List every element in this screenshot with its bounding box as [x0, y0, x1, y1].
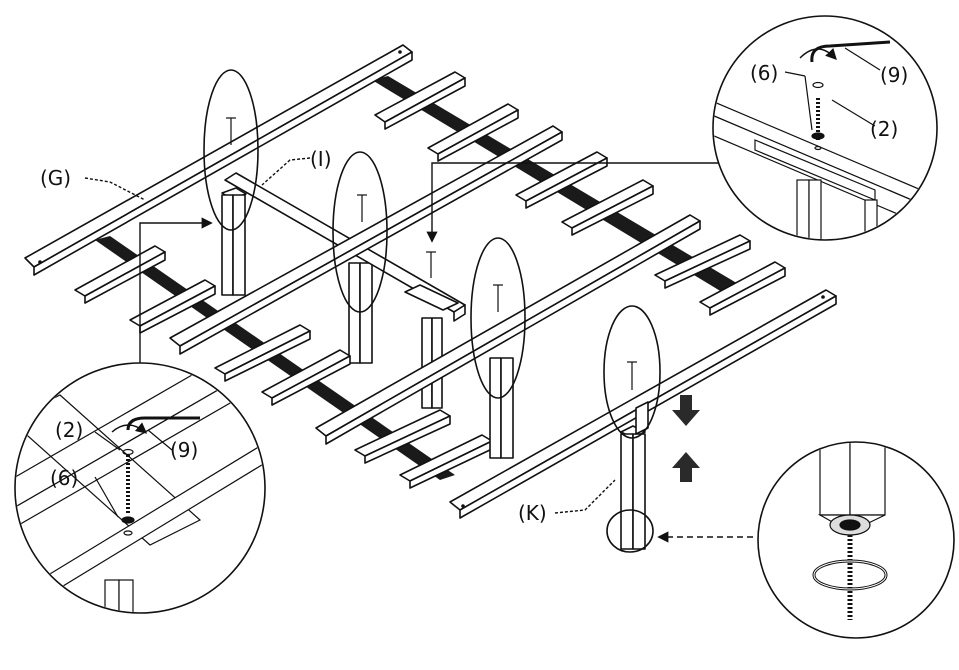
label-part6-left: (6) [50, 466, 78, 490]
up-down-arrow-icon [672, 395, 700, 482]
label-part9-top: (9) [880, 63, 908, 87]
leg-middle-left [348, 262, 373, 364]
label-part2-left: (2) [55, 418, 83, 442]
inset-bottom-left [14, 362, 266, 614]
label-part6-top: (6) [750, 61, 778, 85]
highlight-ellipses [203, 69, 661, 553]
inset-bottom-right [757, 441, 955, 639]
leader-lines [139, 162, 753, 543]
label-part2-top: (2) [870, 117, 898, 141]
label-i: (I) [310, 147, 332, 171]
center-rail-upper [169, 125, 563, 355]
leg-back-left [221, 187, 247, 296]
side-rail-g [24, 44, 413, 276]
leg-k [620, 401, 649, 550]
inset-top-right [712, 15, 938, 241]
leg-center-right [489, 357, 514, 459]
label-k: (K) [518, 501, 547, 525]
callout-leaders [84, 157, 616, 514]
slats-left [74, 245, 493, 489]
center-rail-lower [315, 214, 701, 445]
label-g: (G) [40, 166, 71, 190]
allen-key-icon [111, 416, 200, 434]
label-part9-left: (9) [170, 438, 198, 462]
allen-key-icon [799, 40, 891, 63]
rotate-arrow-icon [812, 559, 888, 591]
slats-top [374, 71, 786, 316]
bolt-icon [226, 117, 637, 390]
